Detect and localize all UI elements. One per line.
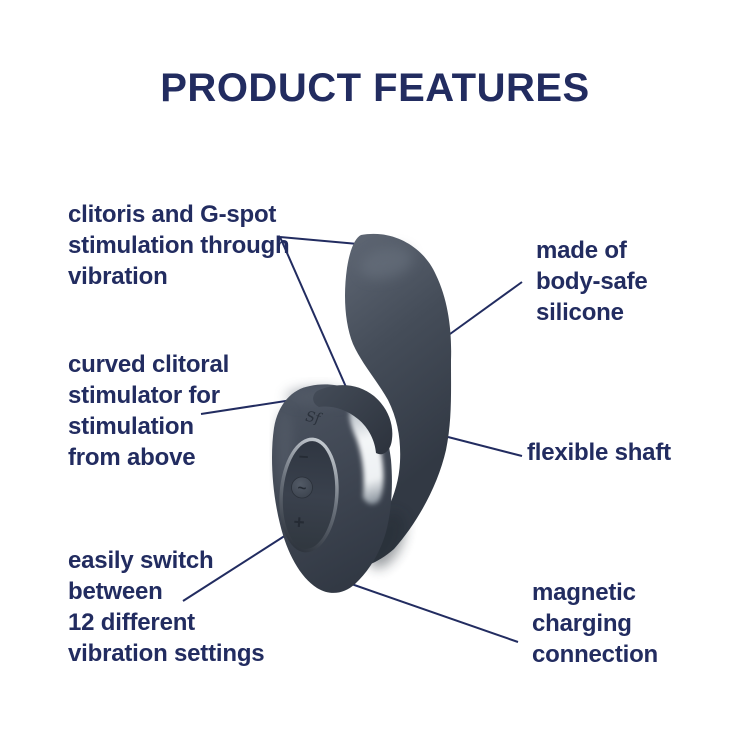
product-arch bbox=[313, 385, 393, 455]
callout-line-magnetic-charging bbox=[339, 579, 519, 643]
feature-label-clitoris-gspot-stimulation: clitoris and G-spot stimulation through … bbox=[68, 201, 290, 290]
product-shaft bbox=[334, 233, 452, 568]
callout-line-gspot-tip bbox=[279, 236, 359, 245]
device-minus-button: − bbox=[298, 447, 309, 467]
feature-label-body-safe-silicone: made of body-safe silicone bbox=[536, 237, 648, 326]
callout-line-silicone bbox=[449, 281, 523, 335]
shaft-tip-highlight bbox=[359, 247, 413, 279]
callout-line-gspot-base bbox=[279, 236, 347, 388]
feature-label-magnetic-charging: magnetic charging connection bbox=[532, 579, 659, 668]
callout-lines bbox=[182, 236, 523, 643]
brand-logo: Sf bbox=[304, 409, 324, 428]
device-wave-button bbox=[291, 476, 313, 499]
feature-label-vibration-settings: easily switch between 12 different vibra… bbox=[68, 547, 265, 667]
arch-light-gap bbox=[349, 406, 384, 505]
page-title: PRODUCT FEATURES bbox=[160, 66, 590, 110]
callout-line-vibration-settings bbox=[182, 527, 298, 602]
device-plus-button: + bbox=[293, 512, 306, 534]
feature-label-curved-clitoral-stimulator: curved clitoral stimulator for stimulati… bbox=[68, 351, 230, 471]
device-wave-button-glyph: ~ bbox=[297, 480, 307, 498]
callout-line-flexible-shaft bbox=[447, 436, 523, 457]
feature-label-flexible-shaft: flexible shaft bbox=[527, 439, 671, 466]
product-illustration: − ~ + Sf bbox=[272, 233, 452, 593]
